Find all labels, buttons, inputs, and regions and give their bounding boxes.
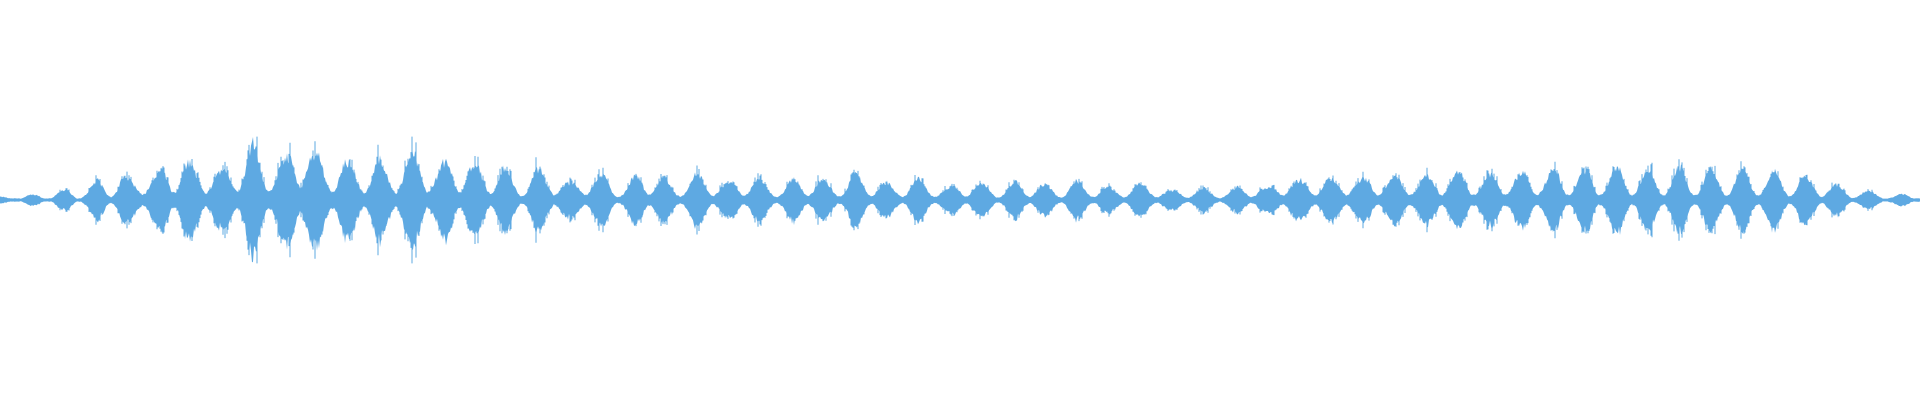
waveform-samples — [59, 136, 1873, 264]
waveform-envelope — [0, 137, 1920, 263]
